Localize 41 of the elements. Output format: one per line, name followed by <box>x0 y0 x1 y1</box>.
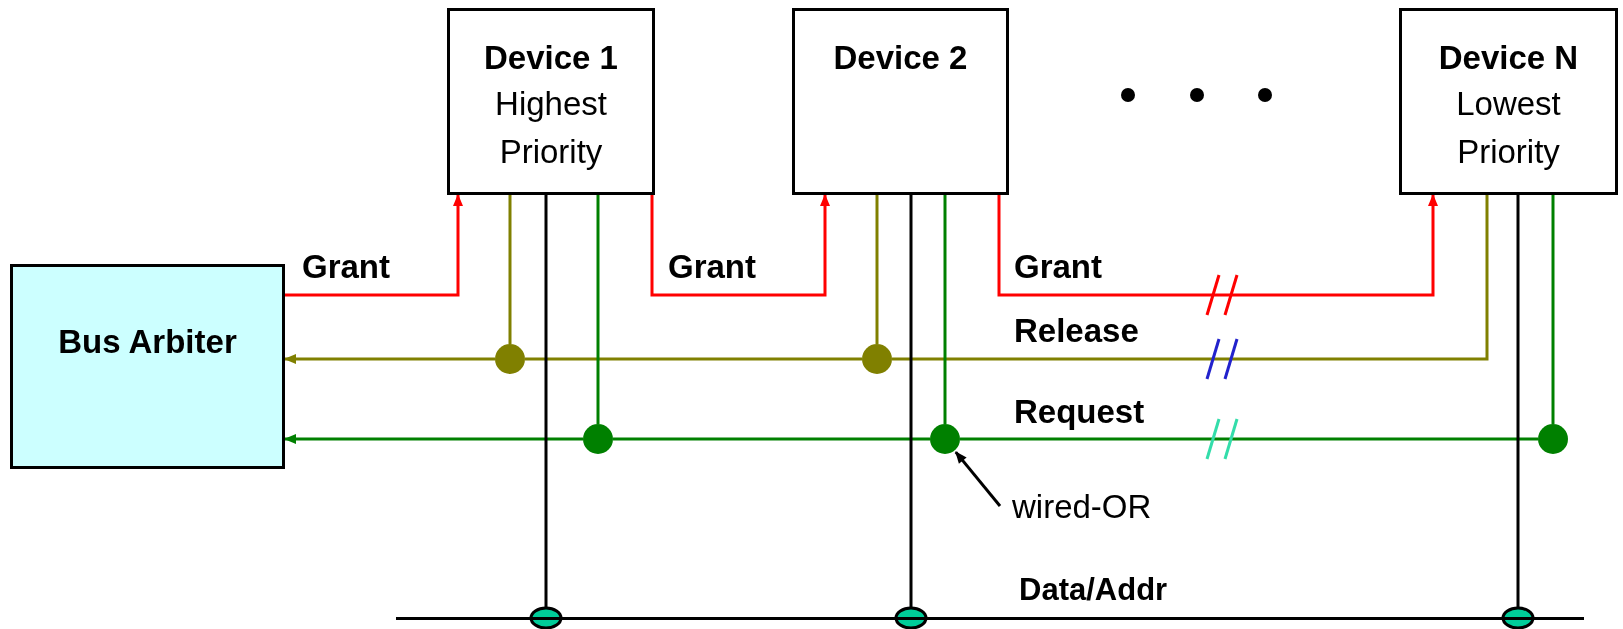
device-box <box>447 8 655 195</box>
edge-label: Grant <box>668 250 756 283</box>
device-box <box>1399 8 1618 195</box>
signal-line <box>997 194 1438 297</box>
signal-line <box>1501 195 1535 629</box>
device-subtitle: Highest Priority <box>494 83 608 172</box>
signal-line <box>596 195 600 424</box>
leader-line <box>954 451 1002 507</box>
junction-dot <box>930 424 960 454</box>
signal-line <box>508 195 512 344</box>
edge-label: Grant <box>1014 250 1102 283</box>
signal-line <box>650 194 830 297</box>
junction-dot <box>583 424 613 454</box>
device-title: Device 2 <box>832 38 969 78</box>
signal-line <box>892 195 1489 361</box>
junction-dot <box>495 344 525 374</box>
device-title: Device 1 <box>483 38 619 78</box>
device-box <box>792 8 1009 195</box>
signal-line <box>285 194 463 297</box>
signal-line <box>529 195 563 629</box>
annotation-text: wired-OR <box>1012 486 1192 530</box>
signal-line <box>613 437 930 441</box>
signal-line <box>894 195 928 629</box>
device-title: Device N <box>1437 38 1580 78</box>
signal-line <box>875 195 879 344</box>
device-subtitle: Lowest Priority <box>1455 83 1562 172</box>
edge-label: Release <box>1014 314 1139 347</box>
bus-line <box>396 574 1584 620</box>
signal-line <box>943 195 947 424</box>
junction-dot <box>862 344 892 374</box>
signal-line <box>960 437 1538 441</box>
signal-line <box>284 354 495 364</box>
arbiter-label: Bus Arbiter <box>57 322 238 362</box>
edge-label: Request <box>1014 395 1145 428</box>
signal-line <box>284 434 583 444</box>
edge-label: Grant <box>302 250 390 283</box>
signal-line <box>525 357 862 361</box>
arbiter-box <box>10 264 285 469</box>
bus-label: Data/Addr <box>1019 574 1168 605</box>
junction-dot <box>1538 424 1568 454</box>
signal-line <box>1551 195 1555 424</box>
